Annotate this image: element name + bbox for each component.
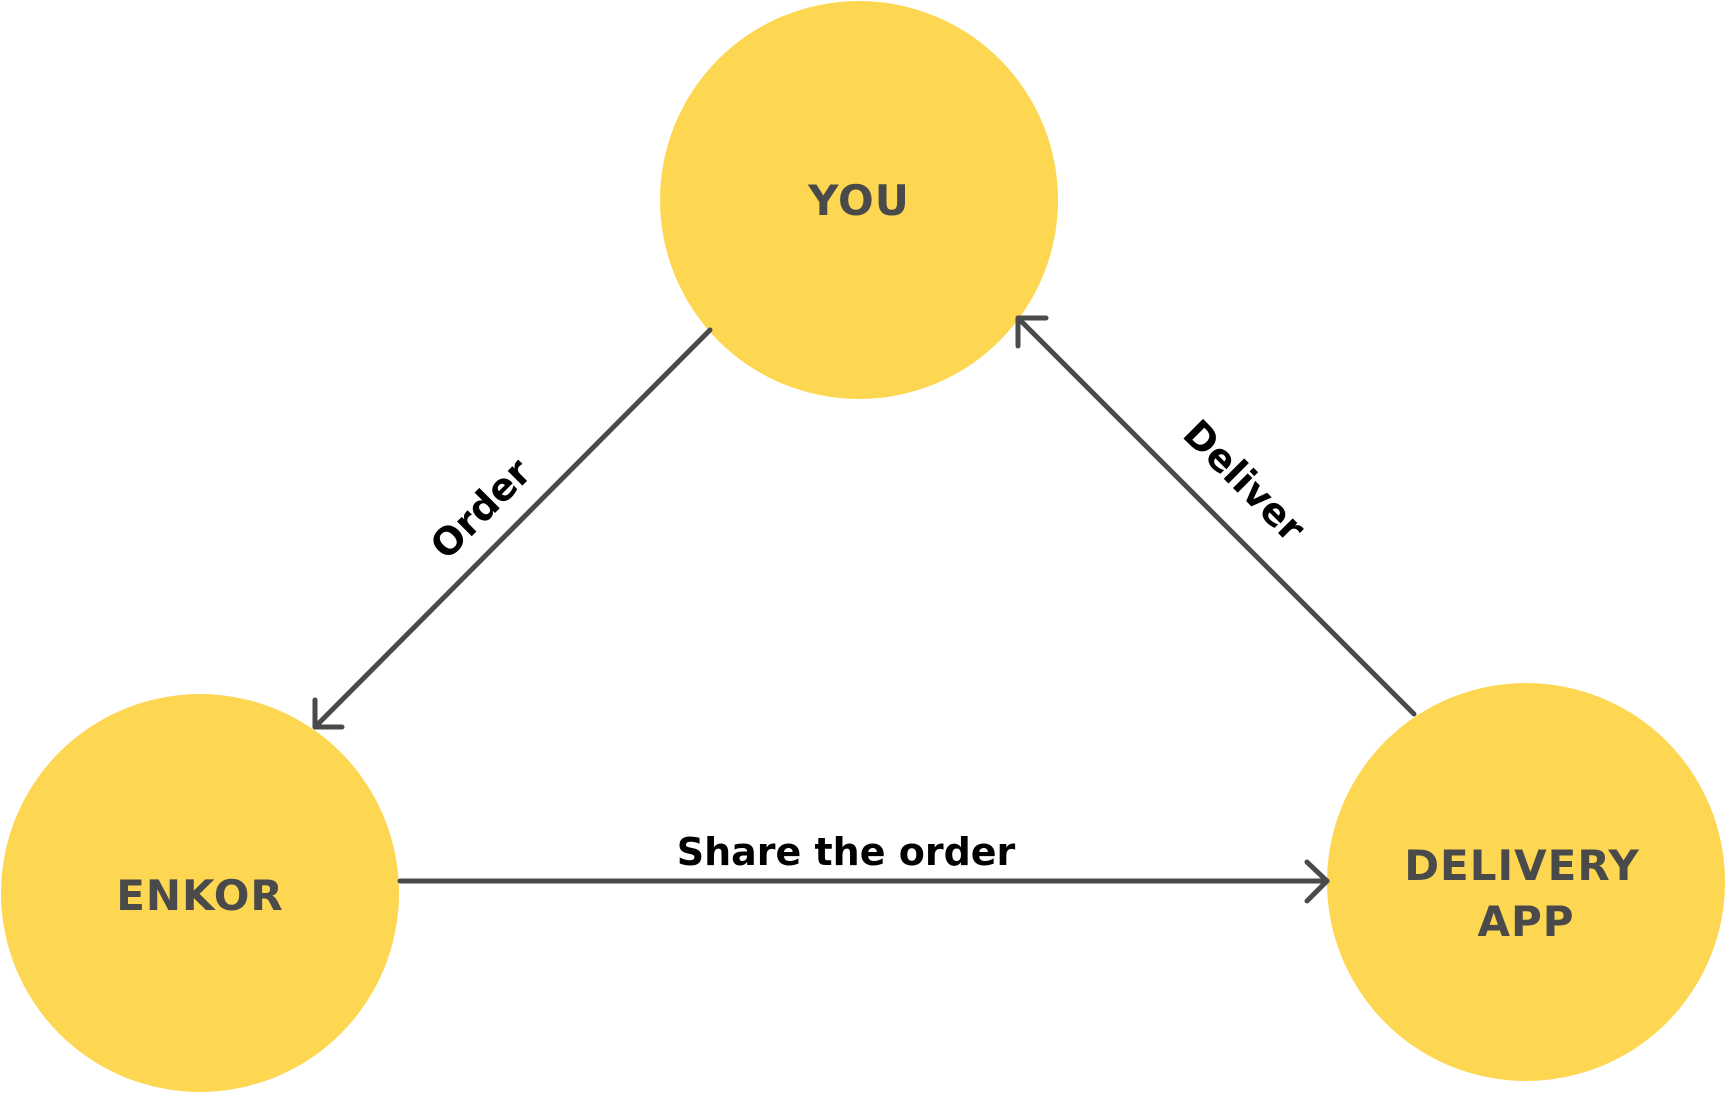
edge-share-label: Share the order bbox=[677, 830, 1016, 874]
node-delivery-label-line1: DELIVERY bbox=[1404, 841, 1640, 890]
edge-deliver-line bbox=[1015, 315, 1417, 717]
node-delivery-app: DELIVERY APP bbox=[1327, 683, 1725, 1081]
node-you: YOU bbox=[660, 1, 1058, 399]
node-enkor-circle bbox=[1, 694, 399, 1092]
node-delivery-circle bbox=[1327, 683, 1725, 1081]
node-enkor-label: ENKOR bbox=[116, 871, 284, 920]
node-enkor: ENKOR bbox=[1, 694, 399, 1092]
edge-share-arrowhead-icon bbox=[1304, 859, 1330, 904]
edge-deliver: Deliver bbox=[1015, 315, 1417, 717]
node-delivery-label-line2: APP bbox=[1477, 897, 1574, 946]
edge-deliver-label: Deliver bbox=[1175, 411, 1314, 550]
node-you-label: YOU bbox=[807, 176, 910, 225]
edge-order-label: Order bbox=[422, 450, 540, 568]
edge-order-arrowhead-icon bbox=[312, 697, 345, 730]
edge-order: Order bbox=[312, 327, 713, 730]
edge-order-line bbox=[312, 327, 713, 730]
edge-deliver-arrowhead-icon bbox=[1015, 315, 1049, 349]
node-you-circle bbox=[660, 1, 1058, 399]
edge-share: Share the order bbox=[397, 830, 1330, 904]
